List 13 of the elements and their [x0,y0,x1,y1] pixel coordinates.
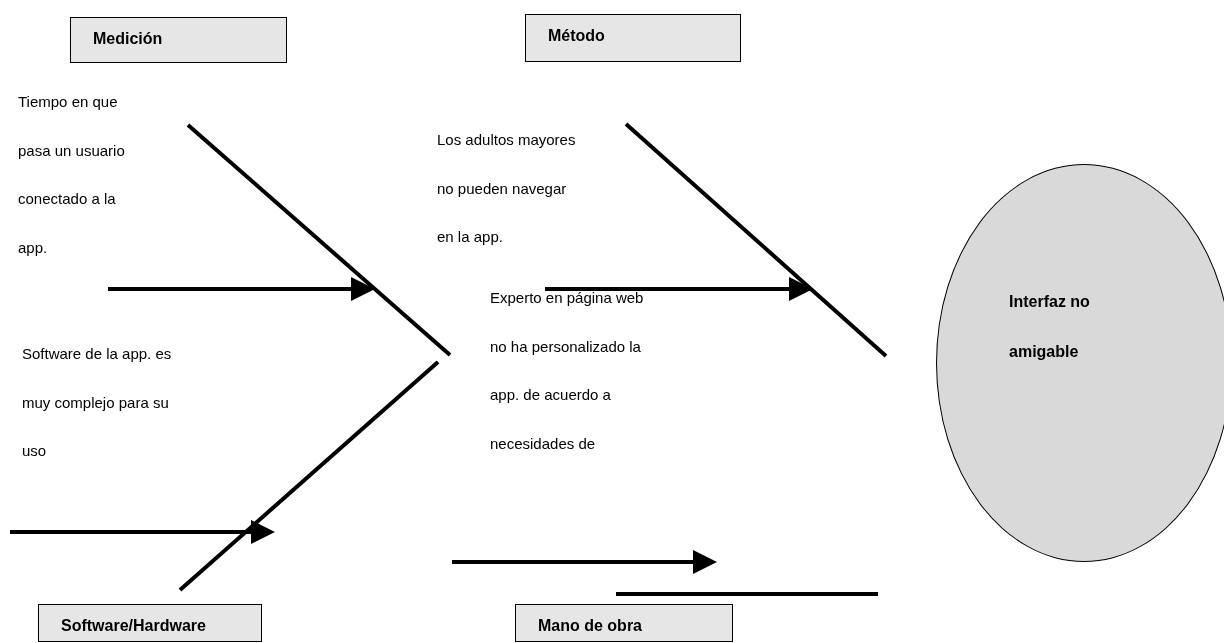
category-box [525,14,741,62]
category-title: Software/Hardware [61,617,206,635]
category-title: Método [548,27,605,45]
category-title: Medición [93,30,163,48]
cause-text: Software de la app. es muy complejo para su uso [22,344,173,461]
category-box [70,17,287,63]
category-box [515,604,733,642]
cause-text: Tiempo en que pasa un usuario conectado a la app. [18,92,126,258]
cause-text: Los adultos mayores no pueden navegar en la app. [437,130,577,247]
category-title: Mano de obra [538,617,642,635]
cause-text: Experto en página web no ha personalizado la app. de acuerdo a necesidades de [490,288,645,454]
effect-text: Interfaz no amigable [1009,292,1091,362]
category-box [38,604,262,642]
